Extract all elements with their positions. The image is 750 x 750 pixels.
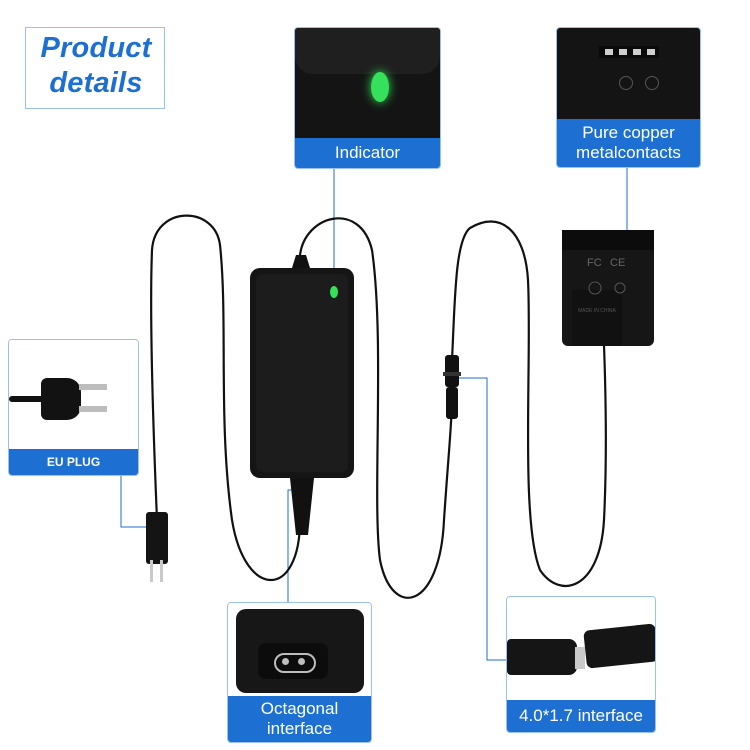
contacts-label-line-1: Pure copper	[582, 123, 675, 142]
connector-left-icon	[507, 639, 577, 675]
title-box: Product details	[25, 27, 165, 109]
plug-label: EU PLUG	[9, 449, 138, 475]
contact-pins-icon	[599, 46, 659, 58]
led-icon	[371, 72, 389, 102]
interface-label: 4.0*1.7 interface	[507, 700, 655, 732]
fcc-mark: FC	[587, 257, 602, 269]
contacts-label: Pure copper metalcontacts	[557, 119, 700, 167]
contacts-callout: Pure copper metalcontacts	[556, 27, 701, 168]
adapter-body	[250, 255, 354, 535]
coupler: FC CE MADE IN CHINA	[562, 230, 654, 346]
title-line-1: Product	[40, 32, 152, 64]
indicator-photo	[295, 28, 440, 138]
ce-mark: CE	[610, 257, 625, 269]
octagonal-label: Octagonal interface	[228, 696, 371, 742]
indicator-callout: Indicator	[294, 27, 441, 169]
octagonal-label-line-1: Octagonal	[260, 699, 339, 718]
connector-right-icon	[583, 623, 655, 669]
interface-callout: 4.0*1.7 interface	[506, 596, 656, 733]
leader-lines	[120, 166, 628, 661]
plug	[146, 512, 168, 582]
indicator-label: Indicator	[295, 138, 440, 168]
cables	[150, 214, 607, 599]
octagonal-callout: Octagonal interface	[227, 602, 372, 743]
title-line-2: details	[49, 67, 143, 99]
plug-icon	[41, 378, 81, 420]
plug-callout: EU PLUG	[8, 339, 139, 476]
octagonal-port-icon	[258, 643, 328, 679]
inline-connector	[443, 355, 461, 419]
octagonal-photo	[228, 603, 371, 696]
contacts-photo	[557, 28, 700, 119]
interface-photo	[507, 597, 655, 700]
plug-photo	[9, 340, 138, 449]
made-in-mark: MADE IN CHINA	[578, 308, 616, 314]
contacts-label-line-2: metalcontacts	[576, 143, 681, 162]
octagonal-label-line-2: interface	[266, 719, 333, 738]
